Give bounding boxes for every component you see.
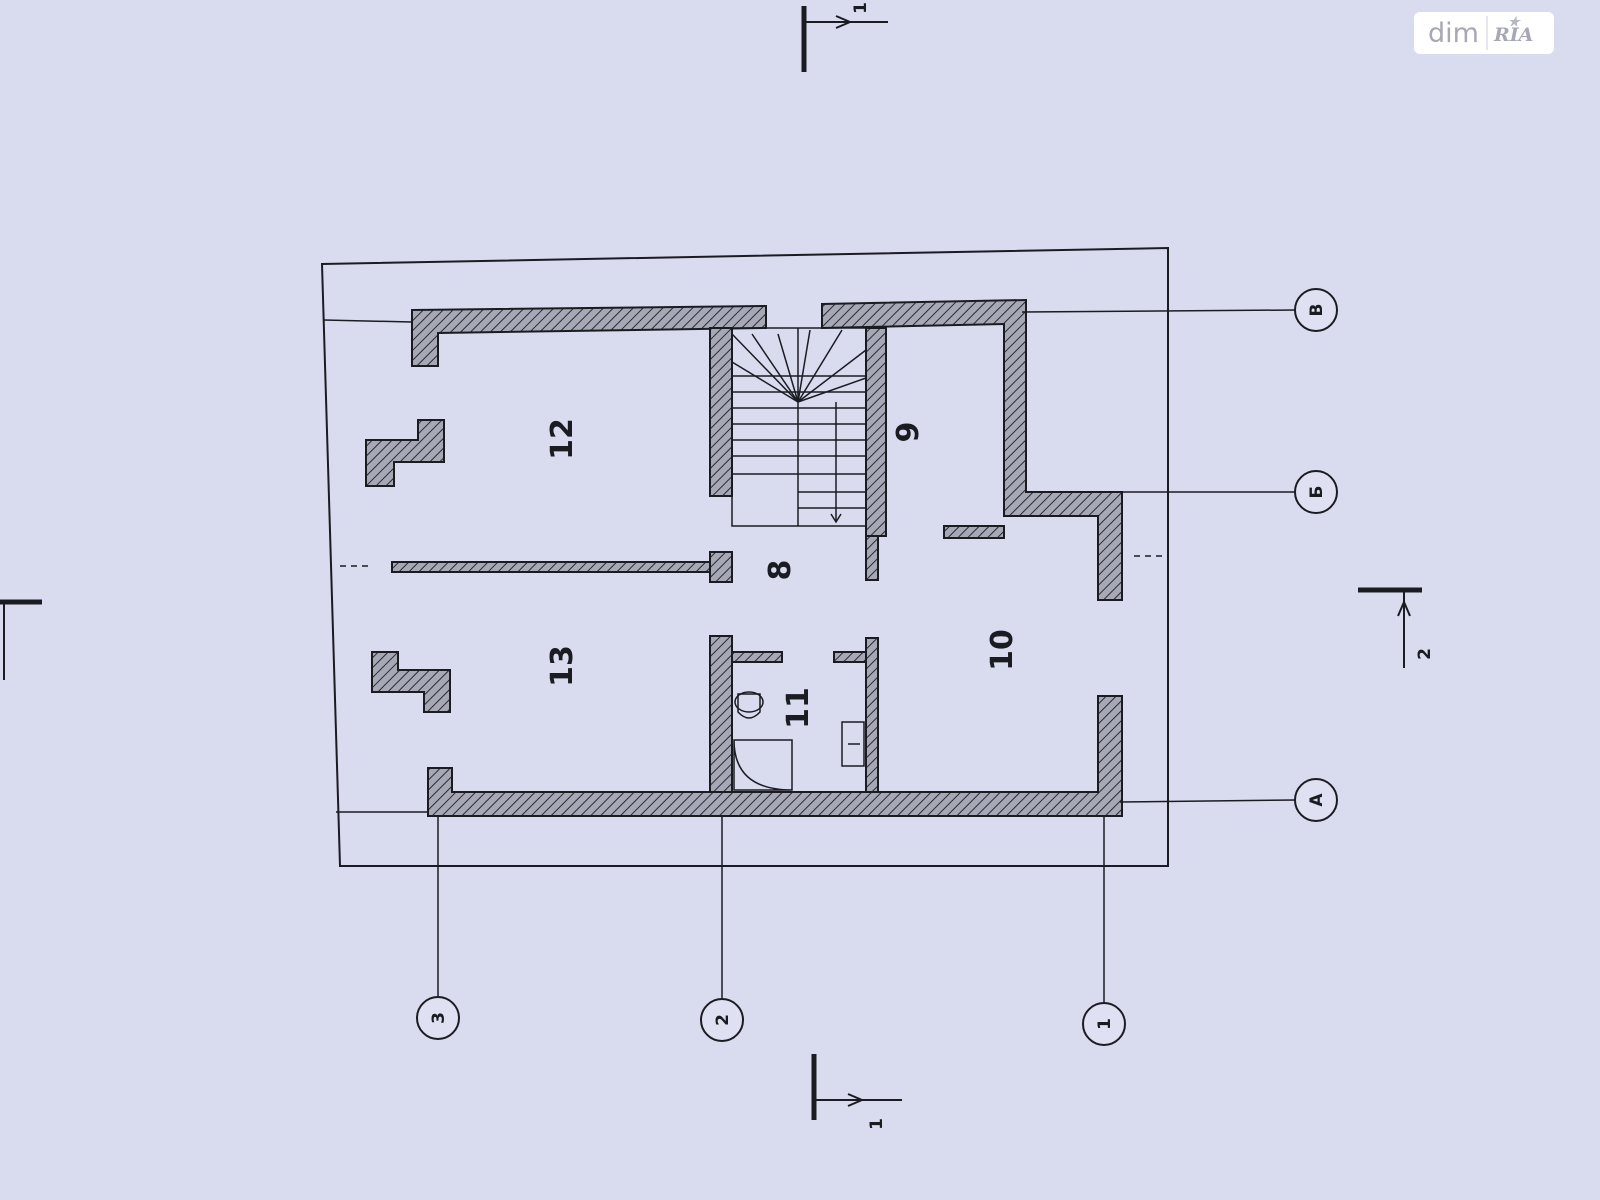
section-mark-bottom [811,1054,902,1120]
axis-label-3: 3 [429,1012,449,1024]
watermark: dim ★ RIA [1414,12,1554,54]
watermark-text: dim [1428,17,1479,49]
axis-label-a: А [1307,793,1327,807]
axis-label-1: 1 [1095,1018,1115,1030]
section-label-bottom: 1 [867,1118,887,1130]
wall-top-right [821,298,1123,601]
section-mark-top [801,6,888,72]
staircase [731,327,867,527]
walls [365,298,1123,817]
wall-room11-left [709,635,733,793]
wall-top-left [411,304,767,367]
wall-room11-right [865,637,879,793]
outer-outline [320,246,1169,867]
wall-room9-bottom [943,525,1005,539]
wall-bottom [427,695,1123,817]
axis-bubble-a: А [1294,778,1338,822]
room-label-11: 11 [781,687,816,729]
wall-partition-12-13 [391,561,711,573]
wall-room9-left-stub [865,535,879,581]
wall-room9-left [865,327,887,537]
grid-axis-lines [437,309,1297,1002]
wall-partition-end [709,551,733,583]
room-label-10: 10 [985,629,1020,671]
sink-icon [841,721,865,767]
room-label-12: 12 [545,418,580,460]
room-label-13: 13 [545,645,580,687]
watermark-logo: ★ RIA [1494,15,1534,46]
dashed-extensions [340,555,1164,567]
axis-bubble-b: Б [1294,470,1338,514]
wall-room11-top-left [731,651,783,663]
axis-bubble-2: 2 [700,998,744,1042]
axis-label-2: 2 [713,1014,733,1026]
axis-label-v: В [1307,304,1327,317]
section-label-right: 2 [1415,648,1435,660]
section-mark-right [1358,587,1422,668]
bathroom-fixtures [733,691,865,791]
watermark-logo-text: RIA [1494,24,1534,46]
axis-bubble-v: В [1294,288,1338,332]
column-left-lower [371,651,451,713]
watermark-divider [1486,16,1488,50]
star-icon: ★ [1508,15,1520,30]
room-label-9: 9 [891,422,926,443]
column-left-upper [365,419,445,487]
axis-bubble-1: 1 [1082,1002,1126,1046]
wall-stair-left [709,327,733,497]
shower-icon [733,739,793,791]
outline-top-inner [323,319,413,323]
axis-bubble-3: 3 [416,996,460,1040]
axis-label-b: Б [1307,486,1327,499]
toilet-icon [737,693,761,719]
room-label-8: 8 [763,560,798,581]
section-mark-left [0,599,42,680]
section-label-top: 1 [851,2,871,14]
